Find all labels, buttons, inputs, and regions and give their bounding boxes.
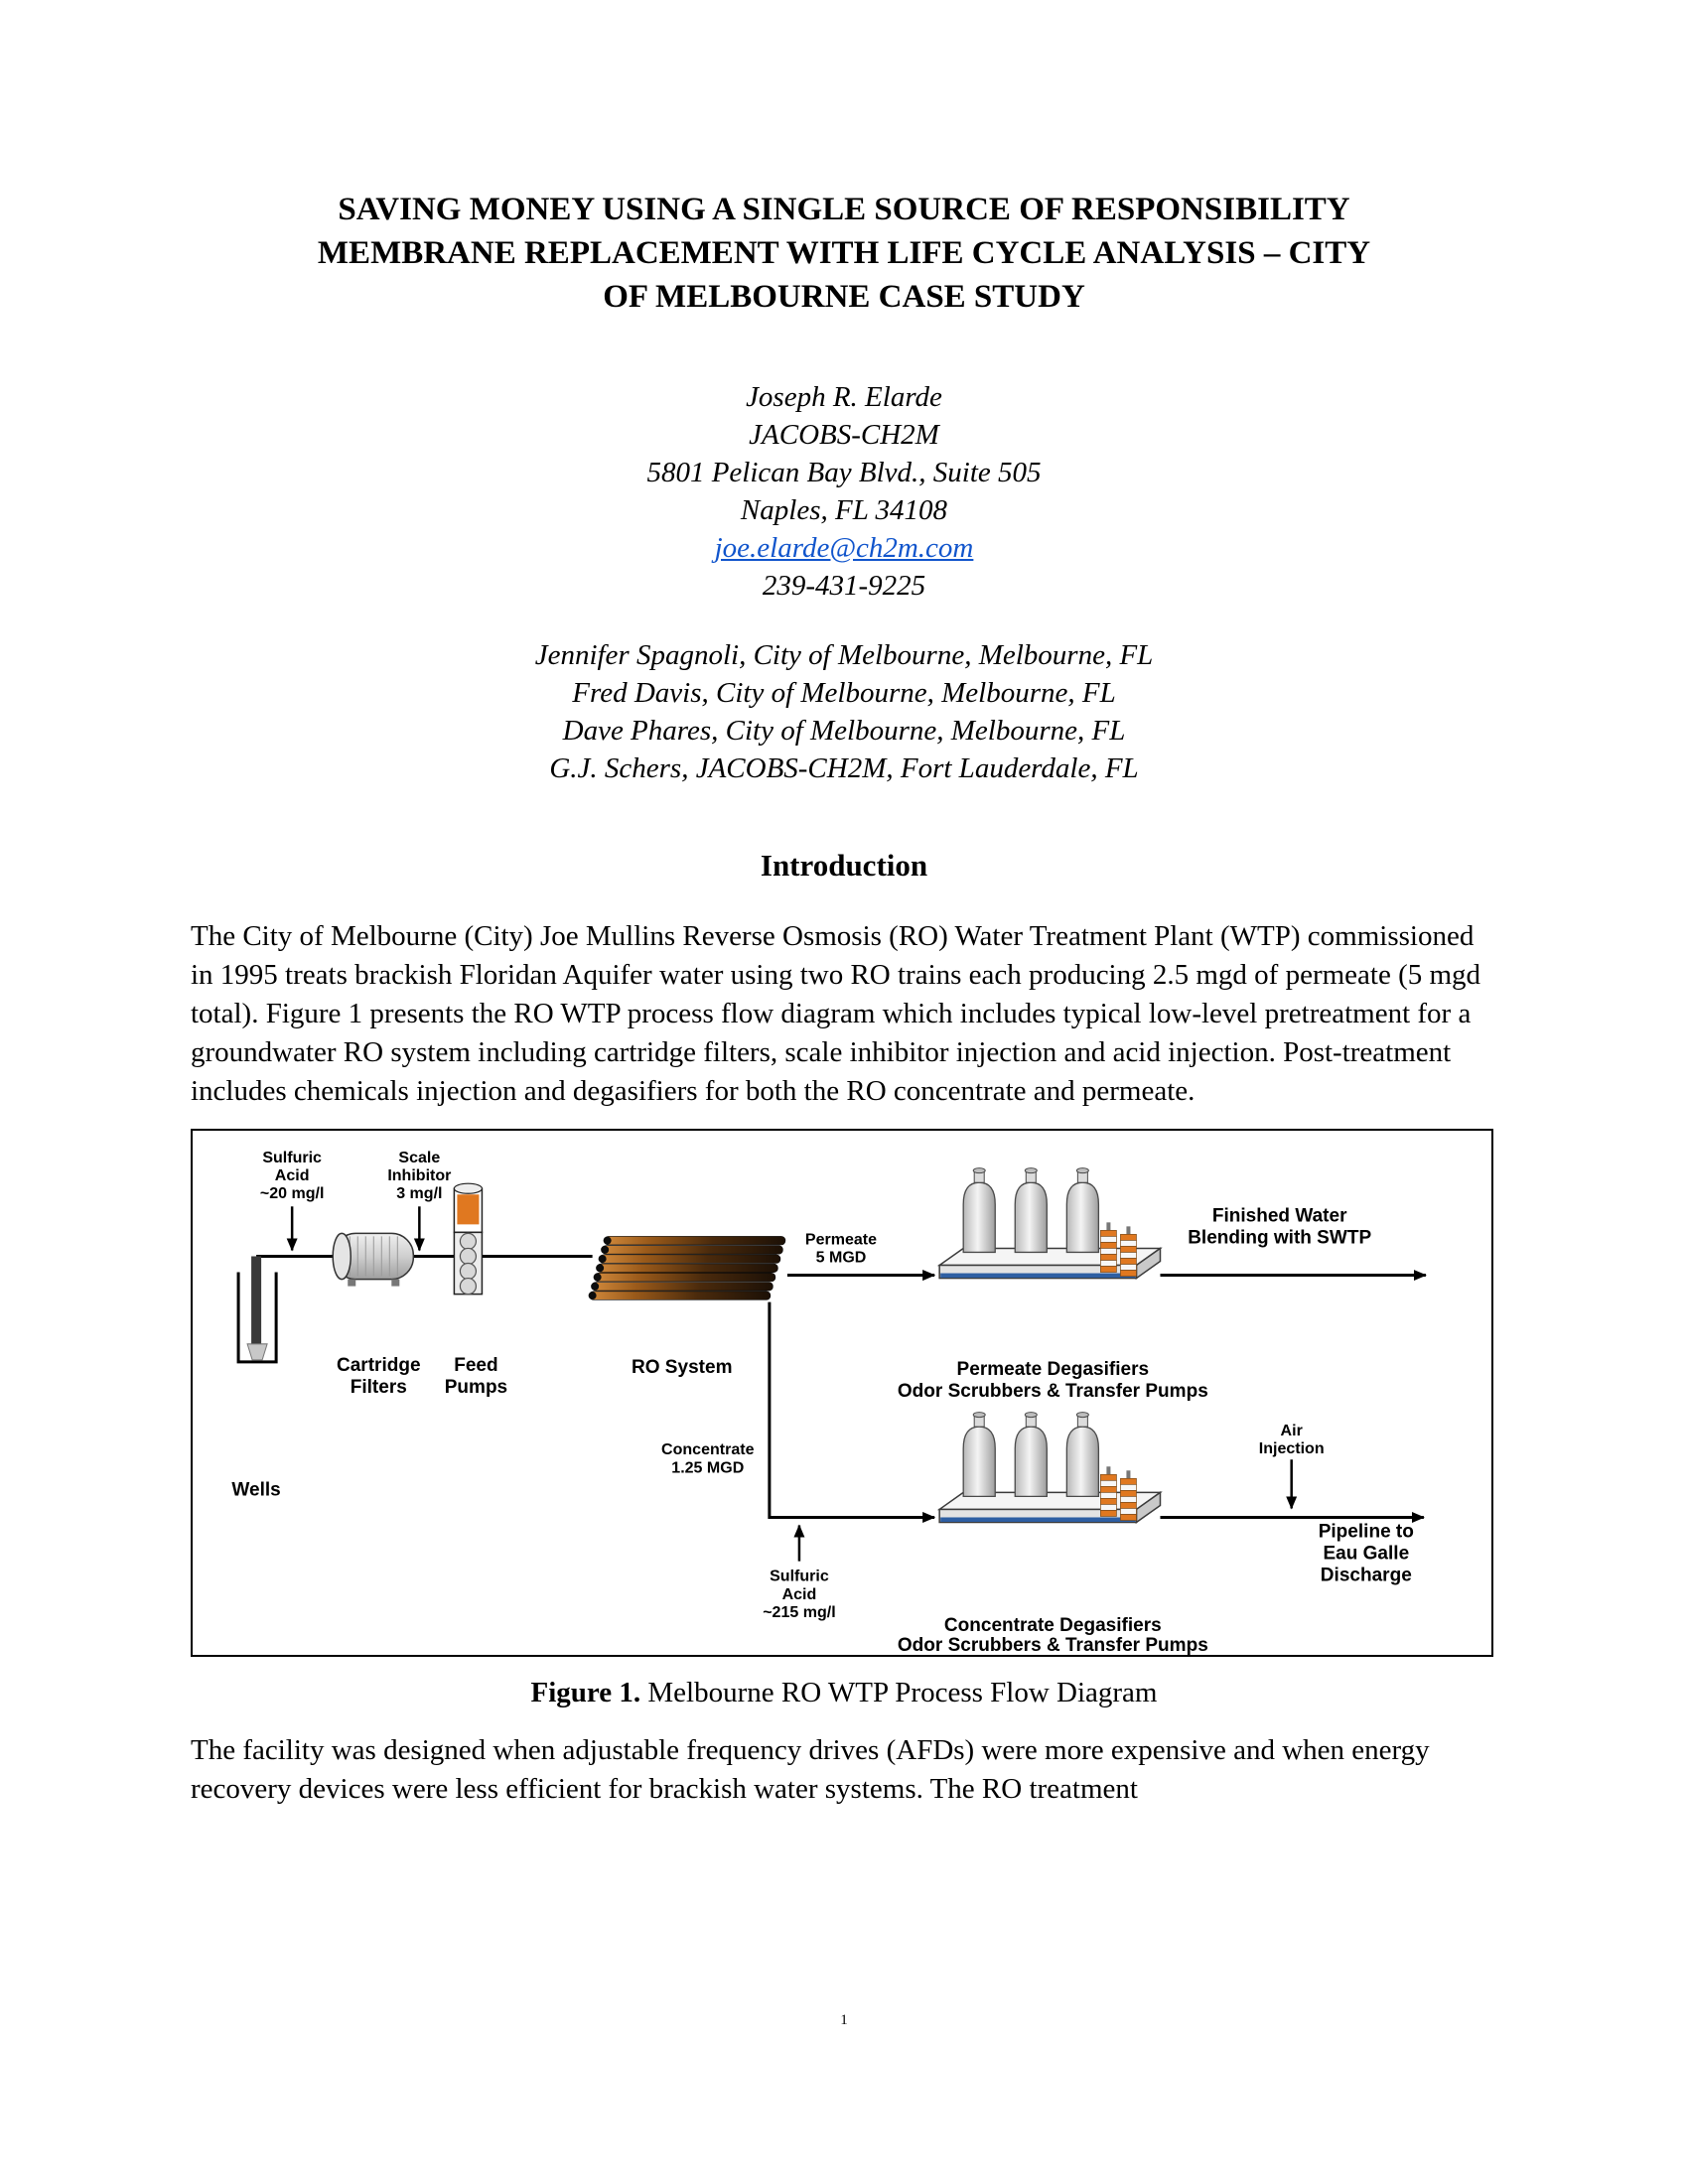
ro-system-label: RO System: [632, 1357, 733, 1378]
author-address: 5801 Pelican Bay Blvd., Suite 505: [646, 456, 1042, 488]
finished-water-label: Finished Water: [1212, 1205, 1347, 1226]
section-heading-introduction: Introduction: [760, 847, 928, 883]
paper-title-line: SAVING MONEY USING A SINGLE SOURCE OF RE…: [338, 192, 1350, 227]
intro-paragraph-2: The facility was designed when adjustabl…: [191, 1733, 1430, 1805]
figure-caption: Figure 1. Melbourne RO WTP Process Flow …: [191, 1677, 1497, 1709]
scale-inhibitor-label: Scale: [398, 1149, 440, 1166]
air-injection-label: Injection: [1259, 1439, 1325, 1457]
page-number: 1: [840, 2012, 848, 2028]
scale-inhibitor-label: 3 mg/l: [396, 1184, 442, 1202]
feed-pump-symbol: [453, 1231, 484, 1296]
email-link[interactable]: joe.elarde@ch2m.com: [714, 531, 974, 564]
coauthor-block: Jennifer Spagnoli, City of Melbourne, Me…: [191, 637, 1497, 788]
figure-caption-text: Melbourne RO WTP Process Flow Diagram: [647, 1676, 1158, 1708]
concentrate-degasifier-unit: [939, 1412, 1160, 1522]
ro-membrane-rack: [588, 1235, 786, 1300]
concentrate-label: 1.25 MGD: [671, 1458, 744, 1476]
finished-water-label: Blending with SWTP: [1188, 1227, 1371, 1248]
pipeline-label: Discharge: [1321, 1565, 1412, 1585]
author-name: Joseph R. Elarde: [746, 380, 942, 413]
cartridge-filter-symbol: [332, 1232, 415, 1287]
intro-paragraph-1: The City of Melbourne (City) Joe Mullins…: [191, 919, 1481, 1107]
figure-1: Sulfuric Acid ~20 mg/l Scale Inhibitor 3…: [191, 1128, 1497, 1709]
wells-symbol: [236, 1256, 278, 1364]
paper-title-line: OF MELBOURNE CASE STUDY: [603, 278, 1085, 315]
permeate-degasifiers-label: Permeate Degasifiers: [957, 1359, 1150, 1380]
pipeline-label: Pipeline to: [1319, 1521, 1414, 1542]
permeate-label: 5 MGD: [816, 1248, 867, 1266]
scale-inhibitor-tank: [453, 1182, 484, 1233]
sulfuric-acid-concentrate-label: Acid: [782, 1584, 817, 1602]
wells-label: Wells: [231, 1479, 280, 1500]
paper-title-line: MEMBRANE REPLACEMENT WITH LIFE CYCLE ANA…: [317, 234, 1371, 271]
author-city: Naples, FL 34108: [740, 493, 948, 526]
author-phone: 239-431-9225: [762, 569, 926, 602]
process-flow-diagram: Sulfuric Acid ~20 mg/l Scale Inhibitor 3…: [191, 1128, 1493, 1657]
sulfuric-acid-concentrate-label: Sulfuric: [770, 1567, 829, 1584]
process-flow-svg: Sulfuric Acid ~20 mg/l Scale Inhibitor 3…: [231, 1149, 1427, 1655]
permeate-degasifiers-label: Odor Scrubbers & Transfer Pumps: [898, 1381, 1208, 1402]
pipeline-label: Eau Galle: [1323, 1543, 1409, 1564]
coauthor-line: Jennifer Spagnoli, City of Melbourne, Me…: [534, 638, 1154, 671]
concentrate-label: Concentrate: [661, 1440, 755, 1458]
sulfuric-acid-feed-label: Acid: [275, 1166, 310, 1184]
coauthor-line: G.J. Schers, JACOBS-CH2M, Fort Lauderdal…: [549, 751, 1139, 784]
sulfuric-acid-concentrate-label: ~215 mg/l: [763, 1602, 835, 1620]
concentrate-degasifiers-label: Concentrate Degasifiers: [944, 1615, 1162, 1636]
cartridge-filters-label: Filters: [351, 1377, 407, 1398]
primary-author-block: Joseph R. Elarde JACOBS-CH2M 5801 Pelica…: [191, 379, 1497, 606]
coauthor-line: Fred Davis, City of Melbourne, Melbourne…: [572, 676, 1116, 709]
author-affiliation: JACOBS-CH2M: [749, 418, 939, 451]
sulfuric-acid-feed-label: ~20 mg/l: [260, 1184, 325, 1202]
permeate-label: Permeate: [805, 1230, 877, 1248]
concentrate-degasifiers-label: Odor Scrubbers & Transfer Pumps: [898, 1635, 1208, 1655]
feed-pumps-label: Feed: [454, 1355, 497, 1376]
sulfuric-acid-feed-label: Sulfuric: [262, 1149, 322, 1166]
scale-inhibitor-label: Inhibitor: [387, 1166, 451, 1184]
concentrate-flow-line: [768, 1301, 936, 1523]
paper-title: SAVING MONEY USING A SINGLE SOURCE OF RE…: [191, 0, 1497, 320]
coauthor-line: Dave Phares, City of Melbourne, Melbourn…: [562, 714, 1126, 747]
air-injection-label: Air: [1281, 1422, 1303, 1439]
permeate-degasifier-unit: [939, 1167, 1160, 1278]
figure-caption-label: Figure 1.: [530, 1676, 641, 1708]
feed-pumps-label: Pumps: [445, 1377, 507, 1398]
cartridge-filters-label: Cartridge: [337, 1355, 421, 1376]
